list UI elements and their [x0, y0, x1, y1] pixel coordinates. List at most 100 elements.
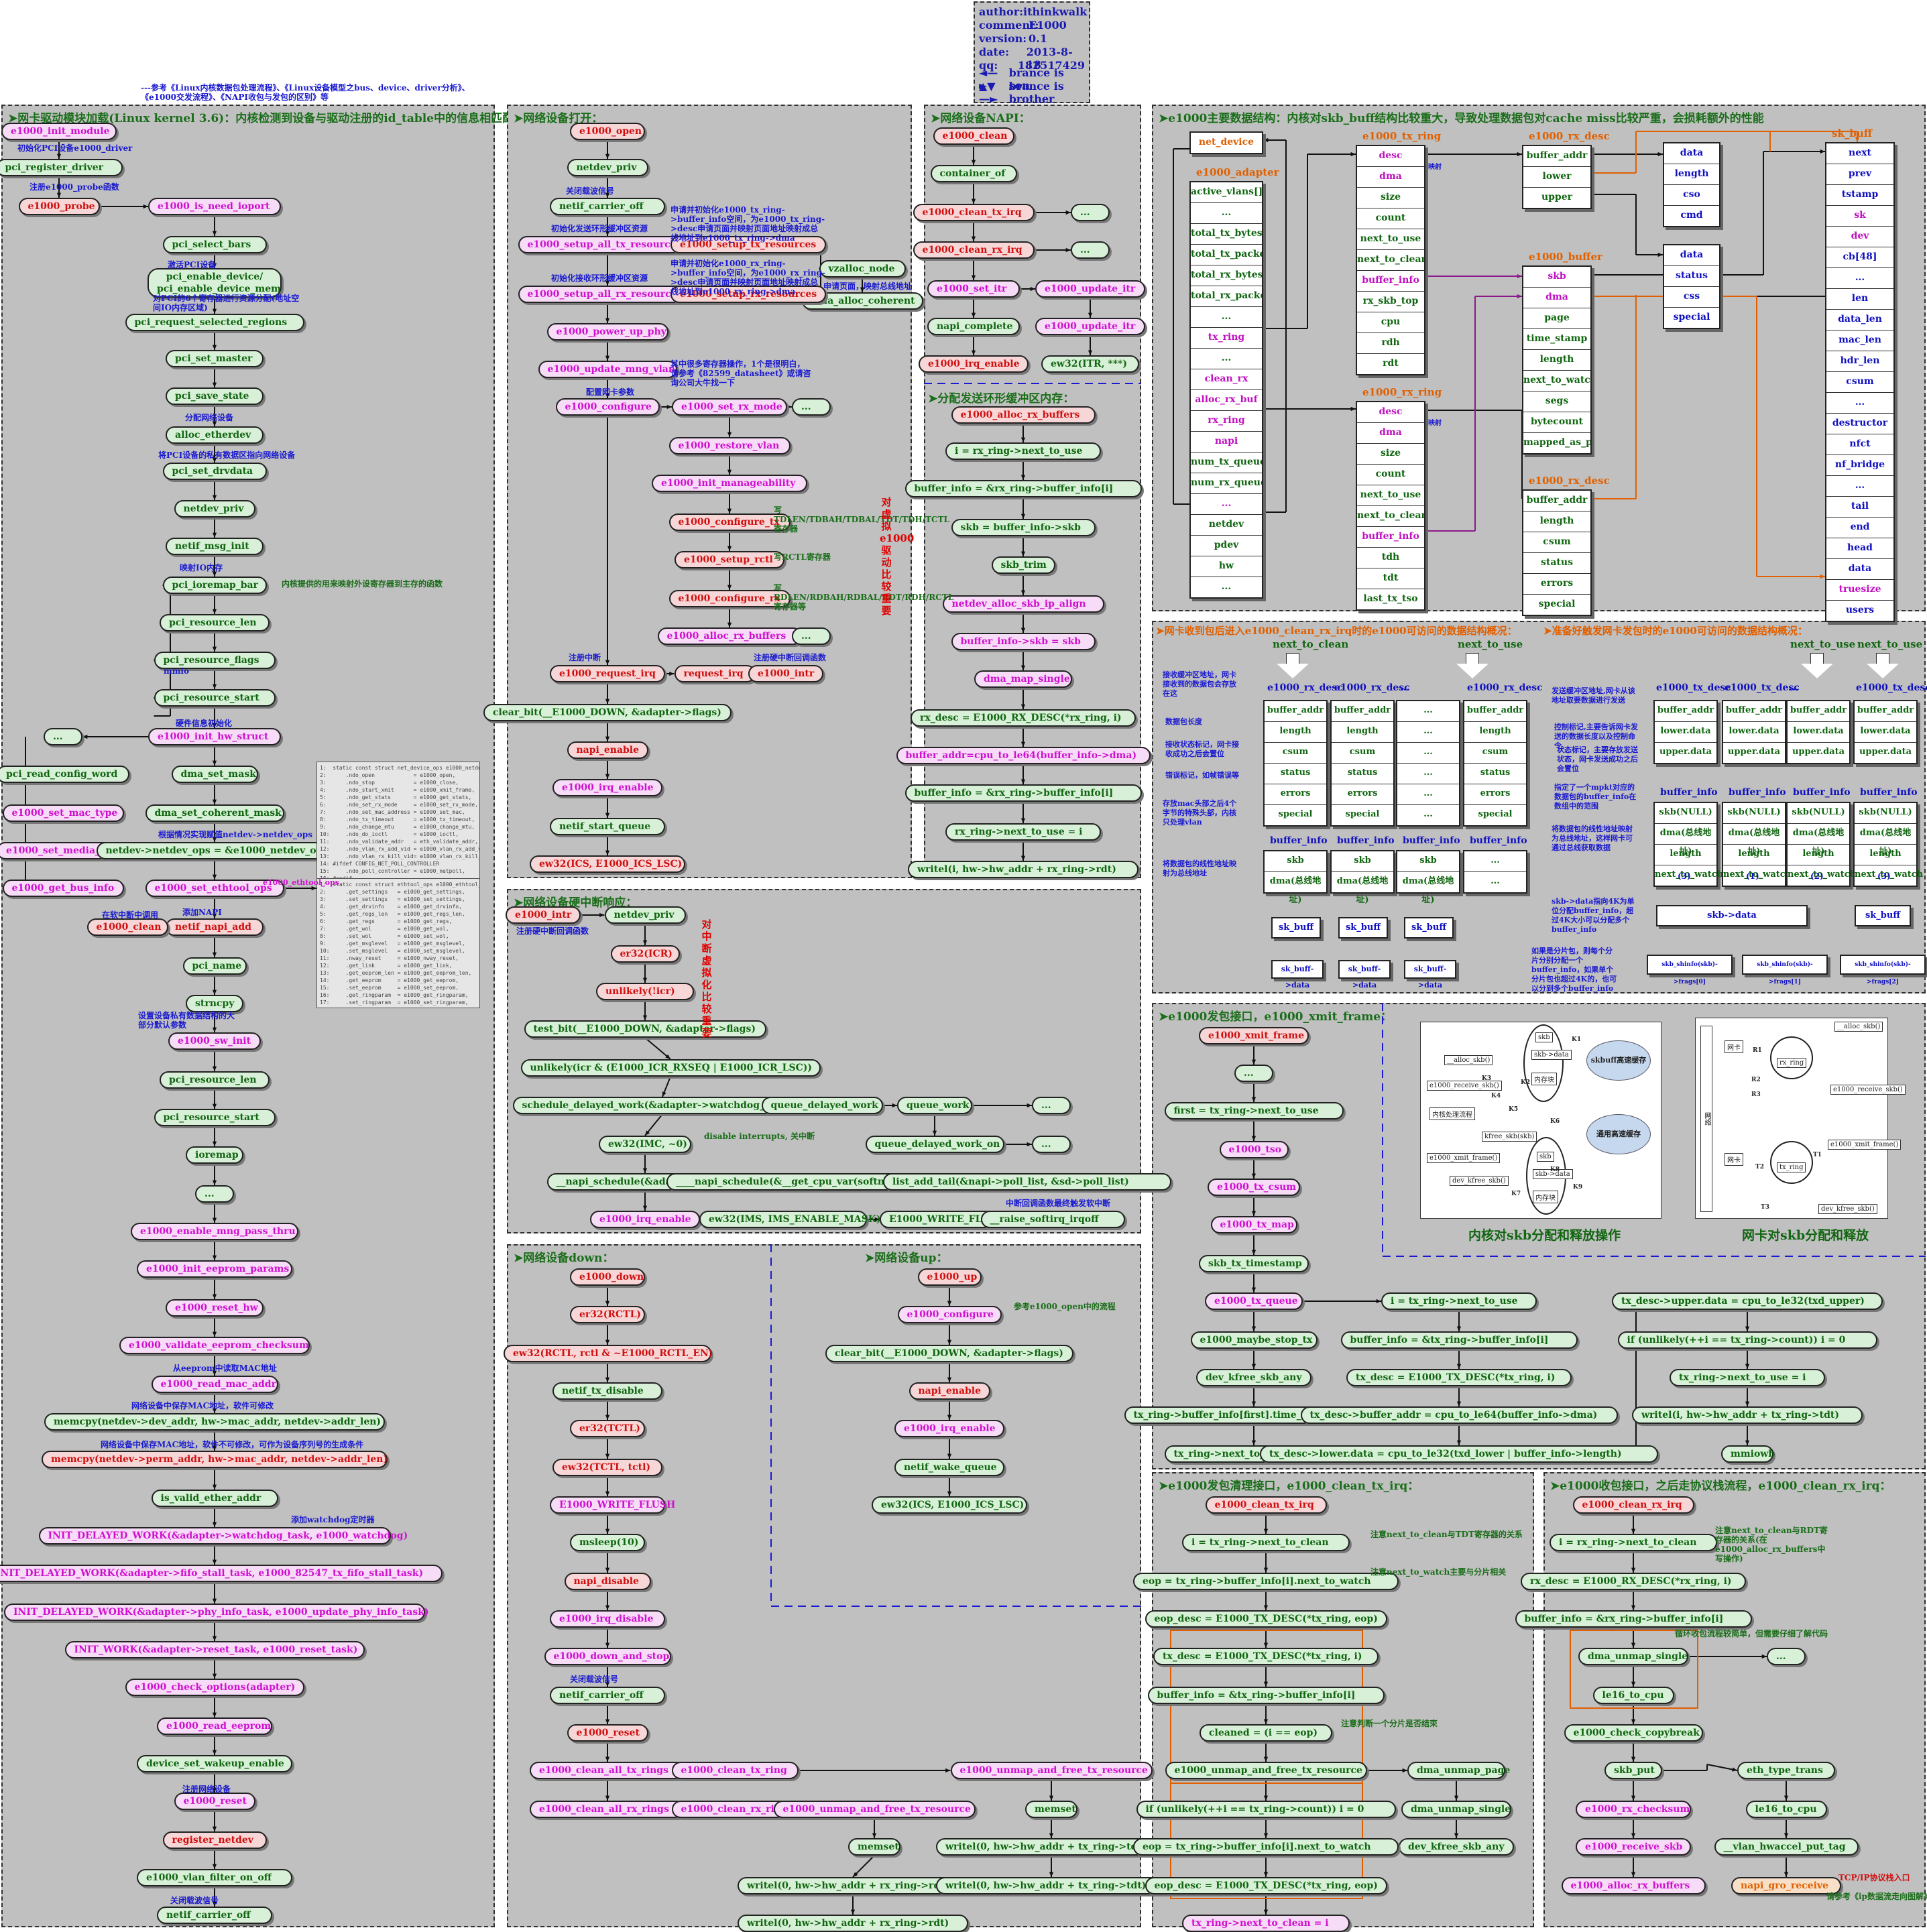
e1000-rx-desc-a-struct-label: e1000_rx_desc: [1529, 130, 1610, 142]
arrowhead: [212, 1750, 217, 1755]
node-p52: register_netdev: [162, 1831, 267, 1849]
arrowhead: [212, 382, 217, 387]
node-d22: writel(0, hw->hw_addr + tx_ring->tdh): [936, 1838, 1167, 1856]
arrowhead: [1631, 1528, 1636, 1534]
caption-nic-skb: 网卡对skb分配和释放: [1742, 1228, 1869, 1243]
node-d13: e1000_clean_all_tx_rings: [530, 1762, 685, 1779]
node-c6: le16_to_cpu: [1592, 1687, 1674, 1704]
skbuff-cache: skbuff高速缓存: [1586, 1040, 1651, 1081]
node-d4: er32(TCTL): [570, 1420, 645, 1437]
rx-desc-col-0-row: status: [1265, 764, 1326, 784]
note-open_notes-7: 配置网卡参数: [586, 387, 635, 397]
e1000-rx-desc-b-struct-field: special: [1538, 599, 1576, 609]
net-device-label: net_device: [1198, 137, 1254, 147]
arrowhead: [1020, 475, 1026, 480]
node-c10: e1000_receive_skb: [1576, 1838, 1691, 1856]
arrowhead: [212, 1103, 217, 1109]
arrowhead: [1263, 1833, 1269, 1838]
e1000-buffer-struct-field: page: [1523, 308, 1590, 329]
tx-side-note: 如果是分片包，则每个分片分别分配一个buffer_info，如果单个分片包也超过…: [1531, 947, 1617, 993]
e1000-adapter-struct-field: pdev: [1191, 536, 1262, 556]
arrowhead: [1251, 1440, 1257, 1445]
arrowhead: [1855, 137, 1860, 142]
e1000-rx-ring-struct-field: count: [1357, 465, 1424, 485]
arrowhead: [1350, 152, 1356, 157]
note-probe_notes-14: 网络设备中保存MAC地址，软件可修改: [131, 1401, 274, 1410]
arrowhead: [1784, 1795, 1789, 1801]
tx-desc-col-1-row: upper.data: [1727, 747, 1781, 757]
arrowhead: [1251, 1136, 1257, 1141]
arrowhead: [212, 913, 217, 918]
arrowhead: [1251, 1287, 1257, 1292]
arrowhead: [1251, 1326, 1257, 1331]
arrowhead: [1049, 1833, 1054, 1838]
tx-buffer-info-header: buffer_info: [1660, 787, 1718, 798]
note-open_notes-0: 关闭载波信号: [566, 186, 615, 196]
tx-bi-col-3-row: length: [1855, 845, 1916, 865]
node-o3: e1000_setup_all_tx_resources: [518, 236, 697, 253]
arrowhead: [605, 1567, 610, 1573]
tx-desc-header: e1000_tx_desc: [1725, 682, 1800, 693]
arrowhead: [605, 192, 610, 198]
node-i5: unlikely(icr & (E1000_ICR_RXSEQ | E1000_…: [520, 1059, 821, 1077]
sk-buff-struct-field: data_len: [1826, 310, 1893, 330]
arrowhead: [212, 1141, 217, 1146]
diagram-label: skb: [1537, 1152, 1554, 1162]
note-cleanrx_notes-0: 注意next_to_clean与RDT寄存器的关系(在e1000_alloc_r…: [1715, 1526, 1828, 1563]
e1000-adapter-struct-field: ...: [1191, 203, 1262, 224]
node-n5: ...: [1071, 241, 1110, 259]
node-i15: list_add_tail(&napi->poll_list, &sd->pol…: [883, 1173, 1171, 1191]
node-d18: e1000_unmap_and_free_tx_resource: [773, 1801, 976, 1818]
rx-bi-col-1-row: dma(总线地址): [1336, 876, 1389, 905]
node-o19: e1000_alloc_rx_buffers: [657, 627, 802, 645]
e1000-tx-ring-struct-field: cpu: [1357, 312, 1424, 333]
e1000-rx-ring-struct-field: tdh: [1357, 548, 1424, 568]
arrowhead: [1263, 1528, 1269, 1534]
arrowhead: [662, 1091, 666, 1097]
arrowhead: [212, 1370, 217, 1376]
arrowhead: [1784, 1833, 1789, 1838]
arrowhead: [605, 231, 610, 236]
code-ethtool-ops: 1: static const struct ethtool_ops e1000…: [316, 878, 480, 1008]
node-t0: e1000_clean_tx_irq: [1205, 1496, 1327, 1514]
node-d0: e1000_down: [570, 1268, 645, 1286]
arrowhead: [1020, 437, 1026, 442]
sk-buff-struct-field: head: [1826, 538, 1893, 559]
arrowhead: [143, 204, 148, 209]
arrowhead: [212, 1559, 217, 1565]
node-u4: e1000_irq_enable: [894, 1420, 1004, 1437]
arrowhead: [212, 837, 217, 842]
node-p41: memcpy(netdev->dev_addr, hw->mac_addr, n…: [44, 1413, 385, 1431]
lower-fields-struct-field: length: [1664, 164, 1719, 185]
node-p15: pci_resource_flags: [154, 652, 276, 669]
diagram-label: 内核处理流程: [1429, 1107, 1475, 1120]
node-o24: clear_bit(__E1000_DOWN, &adapter->flags): [483, 704, 732, 721]
arrowhead: [1631, 1605, 1636, 1610]
node-o4: e1000_setup_tx_resources: [670, 236, 826, 253]
node-i18: E1000_WRITE_FLUSH: [880, 1211, 1005, 1228]
sk-buff-struct-field: nfct: [1826, 434, 1893, 455]
arrowhead: [1631, 1833, 1636, 1838]
arrowhead: [599, 912, 605, 918]
diagram-label: skb: [1535, 1032, 1553, 1042]
arrowhead: [1030, 286, 1035, 292]
e1000-rx-ring-struct-field: next_to_clean: [1357, 506, 1424, 527]
rx-desc-col-1-row: buffer_addr: [1332, 701, 1393, 722]
node-x6: skb_tx_timestamp: [1199, 1255, 1309, 1272]
node-d2: ew32(RCTL, rctl & ~E1000_RCTL_EN): [504, 1345, 713, 1362]
tx-bi-col-3-row: dma(总线地址): [1855, 824, 1916, 857]
arrowhead: [1263, 1909, 1269, 1915]
arrowhead: [1745, 1326, 1750, 1331]
tx-bi-col-1-row: length: [1723, 845, 1785, 865]
node-o18: e1000_configure_rx: [668, 590, 791, 607]
diagram-step: K1: [1572, 1036, 1582, 1043]
arrowhead: [212, 609, 217, 614]
e1000-adapter-struct-field: ...: [1191, 349, 1262, 369]
node-o23: e1000_intr: [748, 665, 823, 682]
node-p9: alloc_etherdev: [166, 426, 264, 444]
arrowhead: [1820, 574, 1825, 579]
tx-bi-col-2-row: next_to_watch: [1788, 869, 1857, 880]
arrowhead: [1088, 350, 1093, 355]
